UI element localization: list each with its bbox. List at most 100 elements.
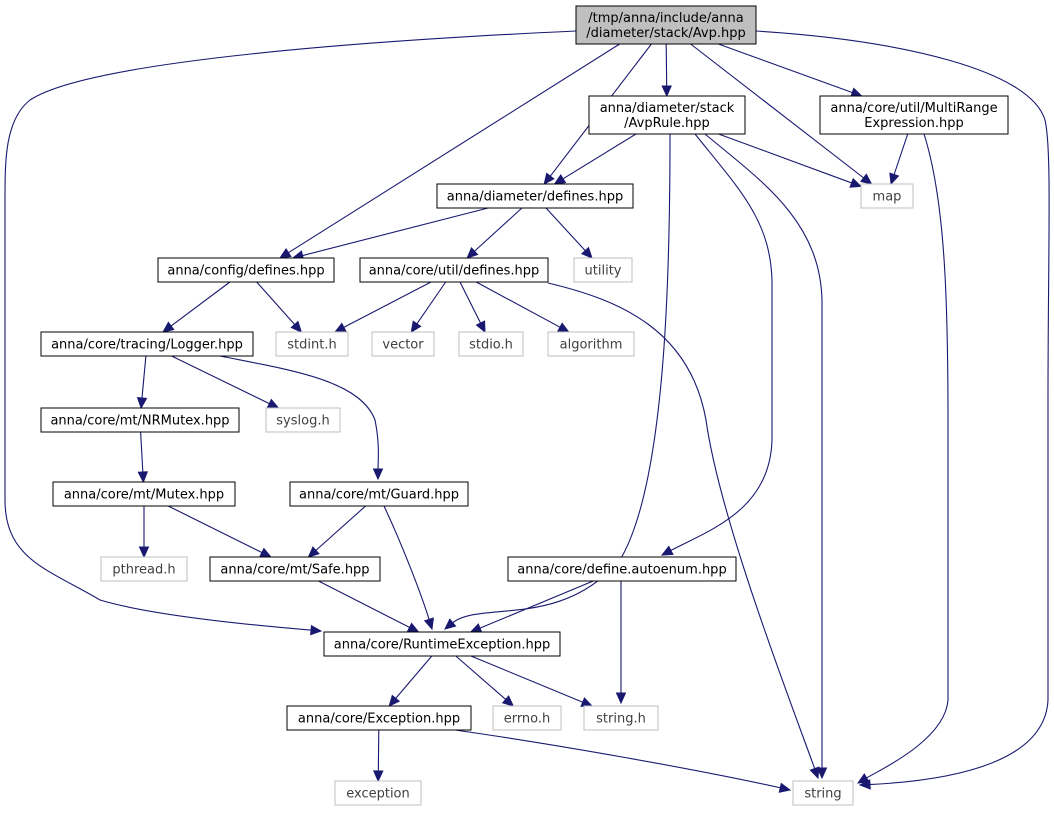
node-safe[interactable]: anna/core/mt/Safe.hpp [209,556,381,582]
arrowhead [137,471,149,484]
arrowhead [136,397,148,410]
node-label: anna/core/mt/Mutex.hpp [64,488,224,503]
node-box [52,481,236,507]
arrowhead [856,773,870,784]
node-box [100,556,188,582]
node-avprule[interactable]: anna/diameter/stack/AvpRule.hpp [588,95,746,135]
edge-runtimeexc-to-stringh [470,655,594,707]
node-box [588,95,746,135]
node-box [507,556,737,582]
node-label: anna/core/Exception.hpp [298,712,460,727]
edge-configdefines-to-logger [162,281,231,333]
node-box [275,331,349,357]
edge-avprule-to-runtimeexc [444,133,671,630]
arrowhead [816,767,828,780]
node-runtimeexc[interactable]: anna/core/RuntimeException.hpp [323,631,561,657]
arrowhead [307,546,320,558]
node-label: map [873,190,902,205]
node-label: anna/diameter/stack [600,101,735,116]
node-label: pthread.h [112,563,175,578]
node-box [792,780,854,806]
node-string: string [792,780,854,806]
edge-diamdefines-to-utility [545,207,593,259]
arrowhead [889,172,900,186]
edge-multirange-to-map [889,133,909,186]
node-label: anna/config/defines.hpp [167,264,324,279]
node-box [371,331,435,357]
node-stdint: stdint.h [275,331,349,357]
node-exception-hpp[interactable]: anna/core/Exception.hpp [286,705,472,731]
node-box [860,183,914,209]
node-mutex[interactable]: anna/core/mt/Mutex.hpp [52,481,236,507]
node-box [40,331,254,357]
node-box [286,705,472,731]
arrowhead [266,398,280,409]
node-stdio: stdio.h [458,331,524,357]
edge-diamdefines-to-configdefines [291,207,489,261]
node-label: /diameter/stack/Avp.hpp [586,26,746,41]
node-label: syslog.h [276,414,329,429]
node-utility: utility [573,257,633,283]
edge-mutex-to-safe [167,505,272,558]
edge-diamdefines-to-utildefines [466,207,523,259]
node-avp[interactable]: /tmp/anna/include/anna/diameter/stack/Av… [575,5,757,45]
arrowhead [406,622,420,633]
edge-guard-to-safe [307,505,366,558]
node-logger[interactable]: anna/core/tracing/Logger.hpp [40,331,254,357]
node-syslog: syslog.h [265,407,341,433]
arrowhead [423,617,434,631]
edge-runtimeexc-to-exception_hpp [388,655,433,707]
edge-guard-to-runtimeexc [383,505,434,631]
edge-avprule-to-autoenum [660,133,773,556]
edge-avp-to-avprule [661,43,672,98]
node-box [492,705,562,731]
arrowhead [259,547,272,558]
edge-nrmutex-to-mutex [137,431,149,484]
arrowhead [501,695,515,707]
edge-avprule-to-map [718,133,863,188]
node-label: string [804,787,841,802]
node-box [209,556,381,582]
arrowhead [444,618,457,630]
node-box [359,257,549,283]
arrowhead [615,692,627,705]
arrowhead [278,247,292,259]
node-label: /AvpRule.hpp [624,116,710,131]
arrowhead [849,177,863,188]
node-label: Expression.hpp [864,116,963,131]
arrowhead [543,172,555,185]
node-box [819,95,1009,135]
edge-mutex-to-pthread [138,506,150,559]
node-pthread: pthread.h [100,556,188,582]
node-label: anna/diameter/defines.hpp [447,190,623,205]
node-label: stdint.h [287,338,336,353]
node-utildefines[interactable]: anna/core/util/defines.hpp [359,257,549,283]
node-diamdefines[interactable]: anna/diameter/defines.hpp [436,183,634,209]
node-box [334,780,422,806]
node-nrmutex[interactable]: anna/core/mt/NRMutex.hpp [40,407,240,433]
node-exception: exception [334,780,422,806]
node-configdefines[interactable]: anna/config/defines.hpp [157,257,335,283]
node-label: anna/core/RuntimeException.hpp [334,638,550,653]
edge-utildefines-to-vector [410,281,447,334]
node-label: errno.h [504,712,551,727]
edge-utildefines-to-algorithm [475,281,570,333]
edge-avprule-to-string [704,133,828,780]
arrowhead [475,320,486,334]
edge-utildefines-to-stdio [459,281,486,334]
node-label: anna/core/util/defines.hpp [369,264,540,279]
node-guard[interactable]: anna/core/mt/Guard.hpp [289,481,469,507]
edge-multirange-to-string [856,133,949,784]
node-label: string.h [596,712,646,727]
node-autoenum[interactable]: anna/core/define.autoenum.hpp [507,556,737,582]
node-label: anna/core/util/MultiRange [830,101,997,116]
node-label: anna/core/tracing/Logger.hpp [51,338,243,353]
arrowhead [469,623,483,633]
arrowhead [373,770,384,783]
node-box [265,407,341,433]
arrowhead [138,546,150,559]
node-map: map [860,183,914,209]
arrowhead [162,321,175,333]
